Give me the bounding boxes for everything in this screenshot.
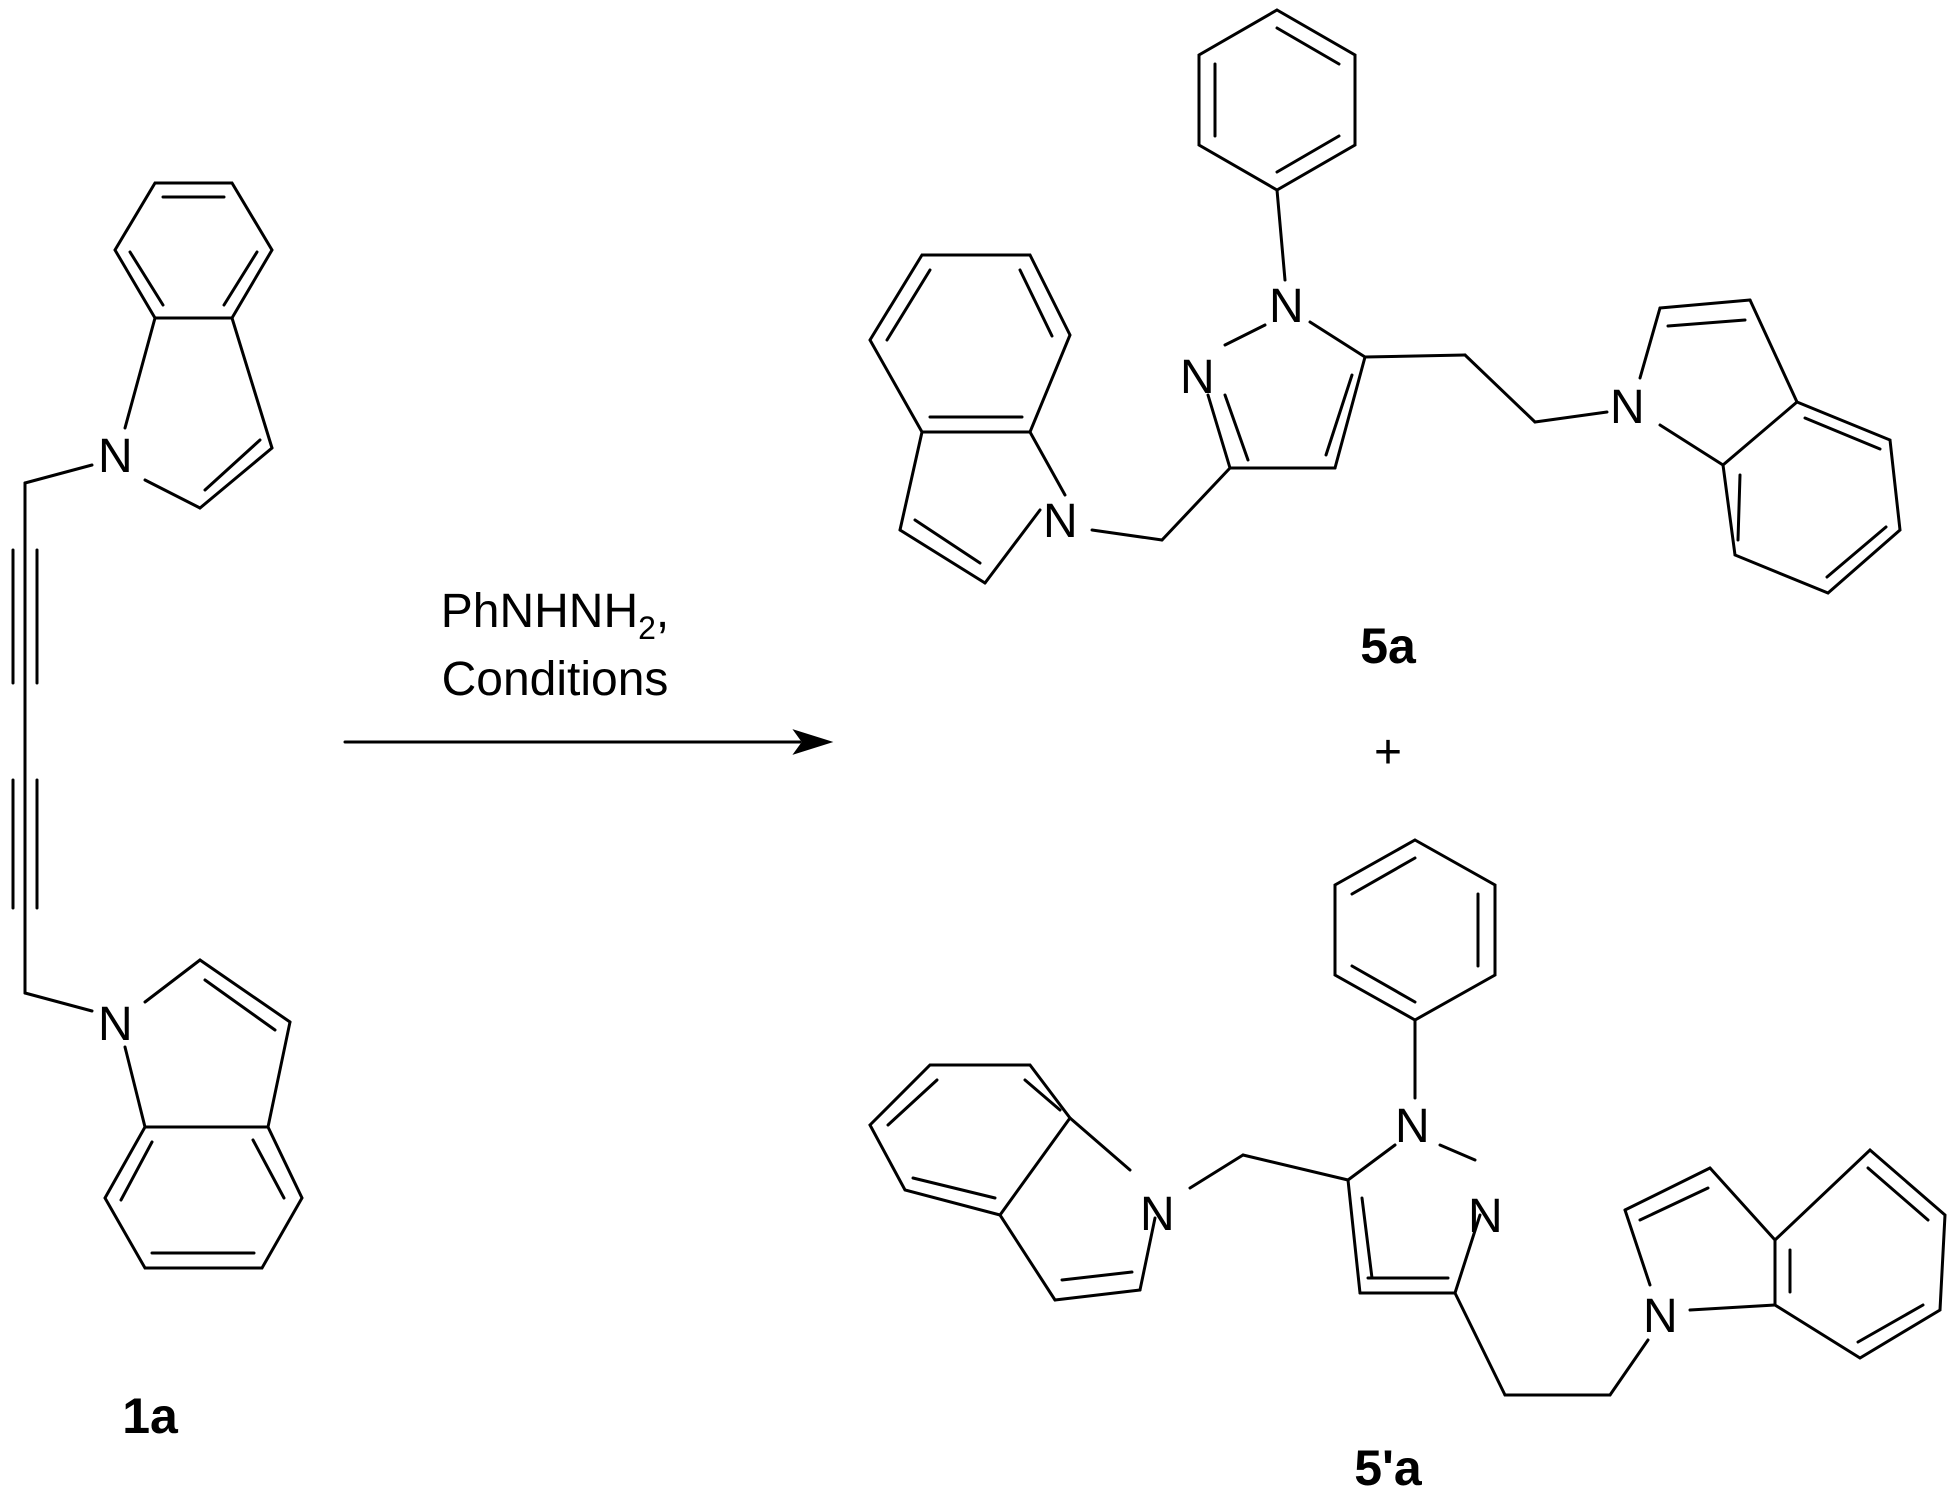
compound-1a-structure: N N [11, 181, 304, 1270]
compound-5a-structure: N N N N [868, 8, 1902, 595]
reaction-arrow [343, 729, 834, 755]
compound-label-5a: 5a [1360, 618, 1417, 674]
atom-n-1a-bottom: N [98, 998, 133, 1051]
atom-n1-5prime-a: N [1395, 1100, 1430, 1153]
atom-n-5prime-a-right-indole: N [1643, 1290, 1678, 1343]
conditions-label: Conditions [442, 653, 669, 706]
atom-n-5a-right-indole: N [1610, 381, 1645, 434]
reagent-label: PhNHNH2, [441, 585, 670, 646]
plus-sign: + [1374, 726, 1402, 779]
compound-label-1a: 1a [122, 1388, 179, 1444]
atom-n1-5a: N [1269, 280, 1304, 333]
atom-n2-5prime-a: N [1468, 1190, 1503, 1243]
atom-n-5a-left-indole: N [1043, 495, 1078, 548]
compound-5prime-a-structure: N N N N [868, 838, 1947, 1397]
atom-n-5prime-a-left-indole: N [1140, 1188, 1175, 1241]
atom-n2-5a: N [1180, 351, 1215, 404]
compound-label-5prime-a: 5'a [1354, 1440, 1423, 1496]
atom-n-1a-top: N [98, 430, 133, 483]
